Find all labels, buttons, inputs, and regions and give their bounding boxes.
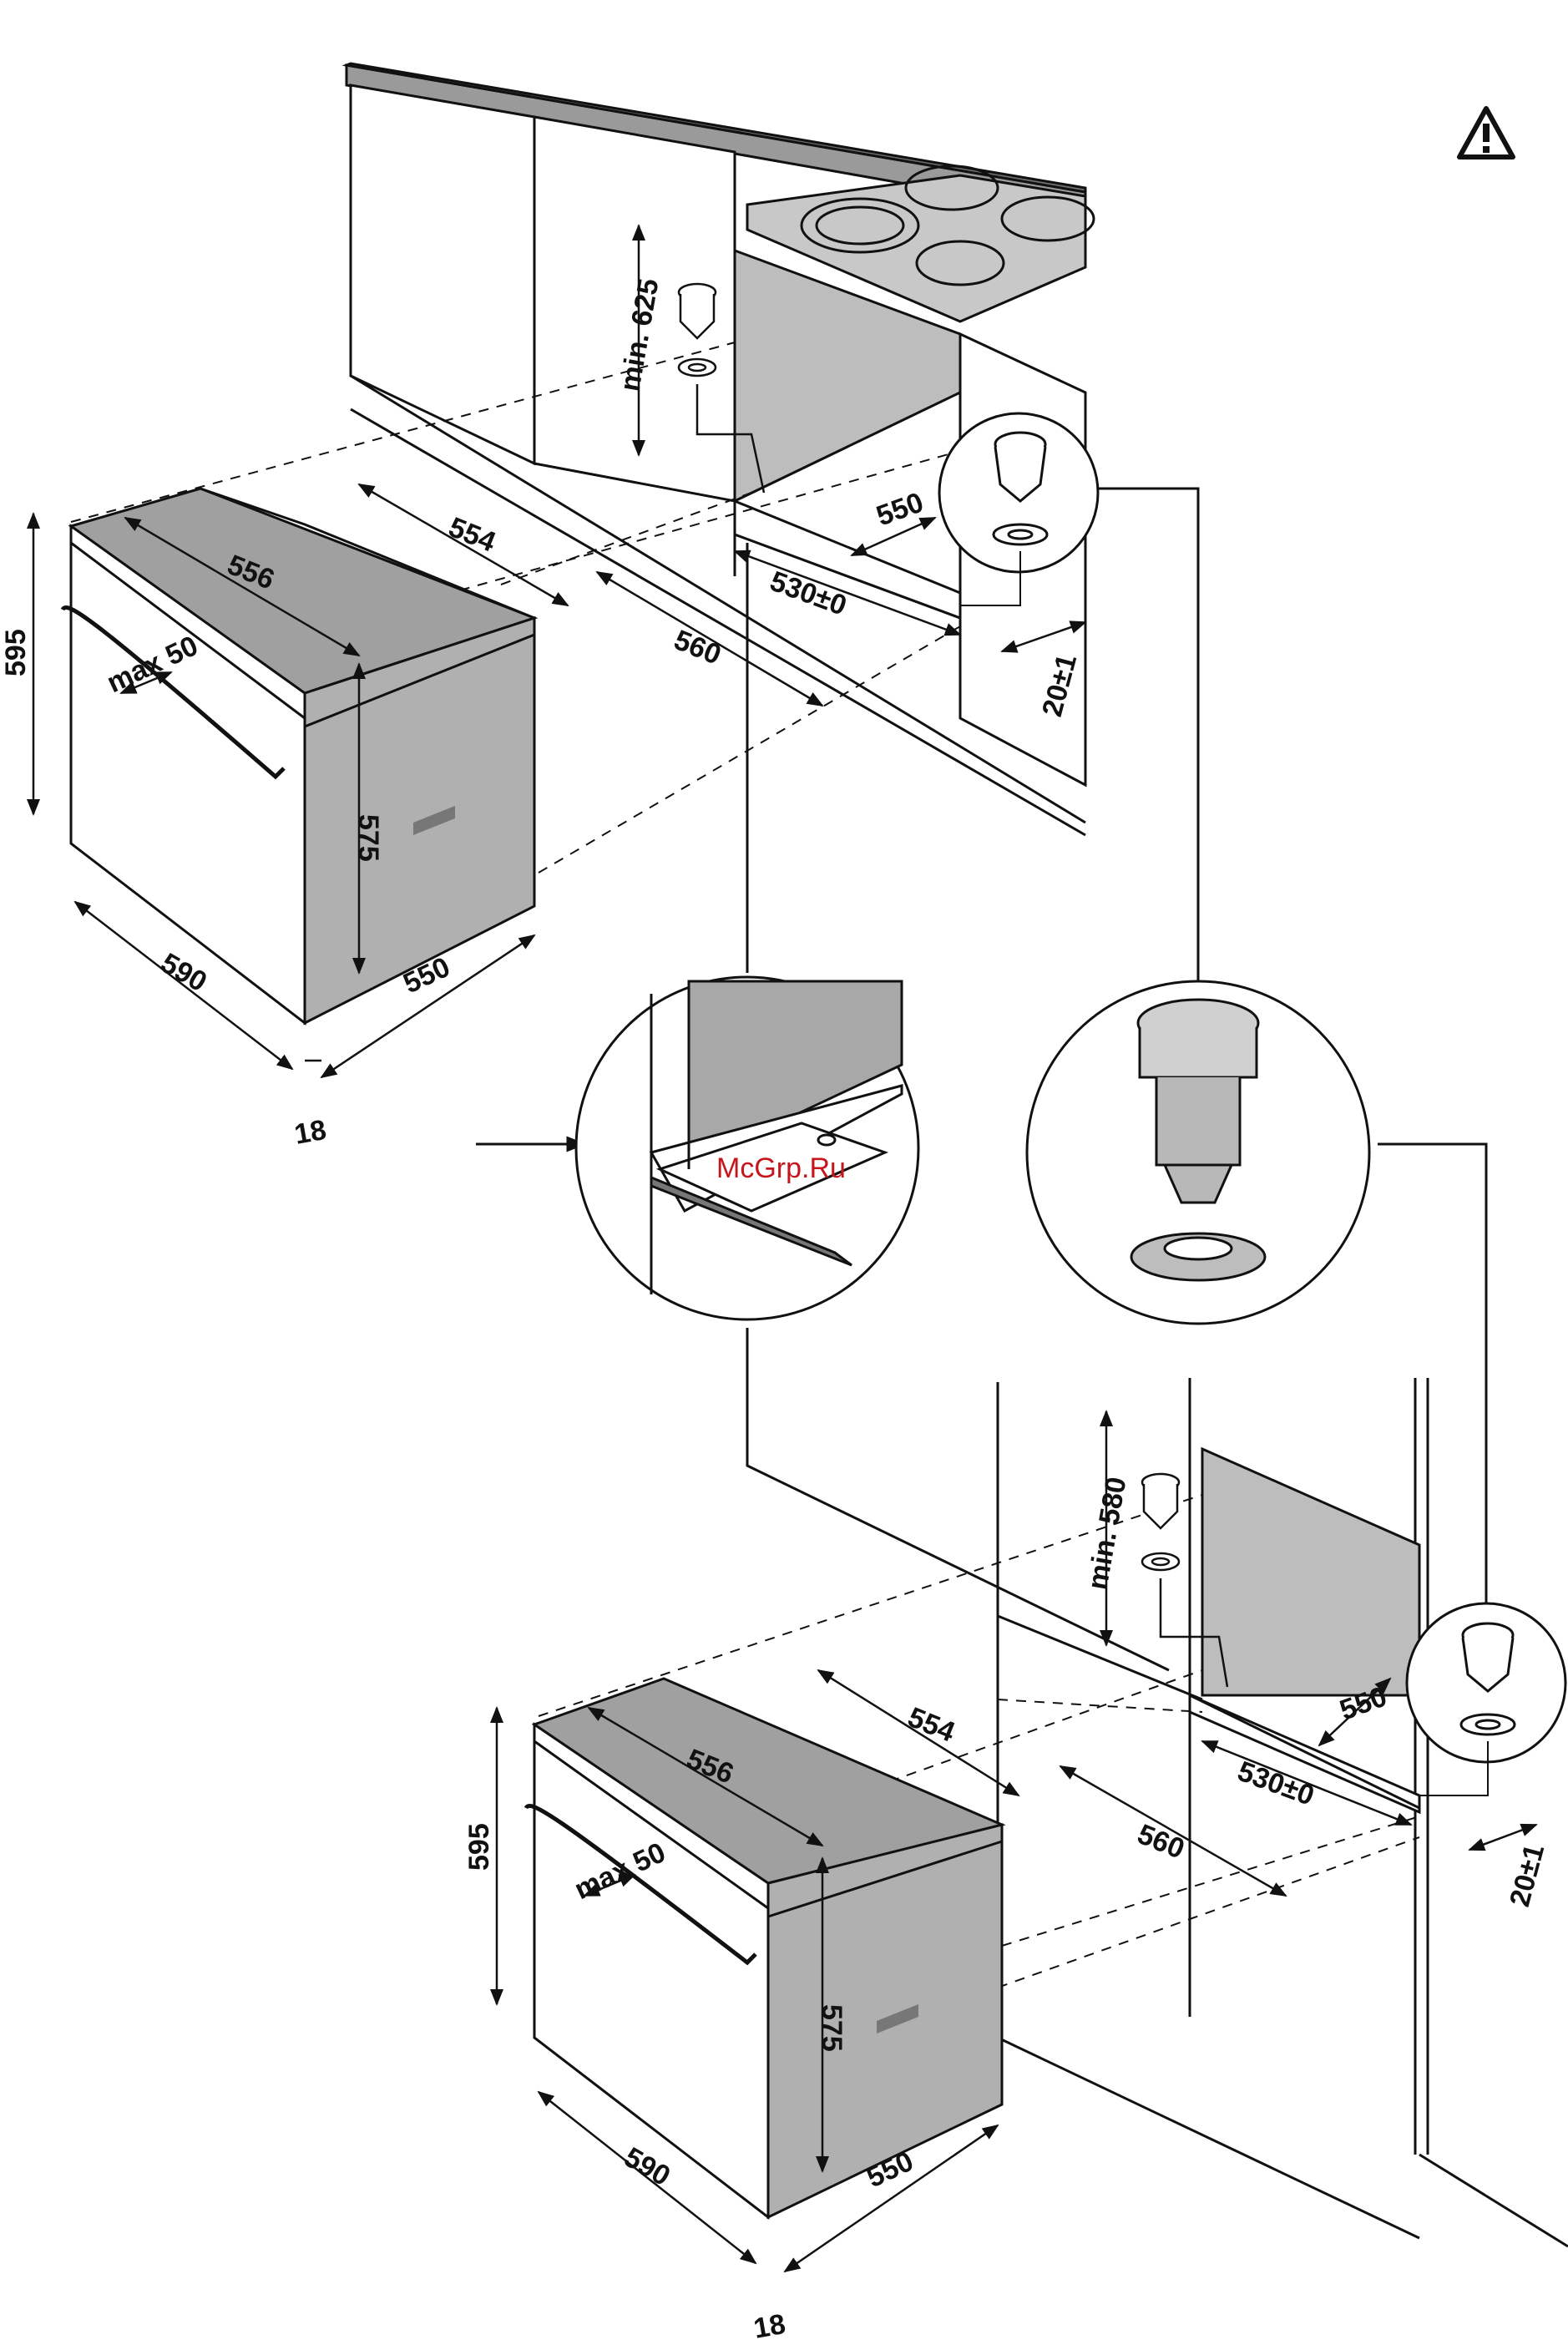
- bottom-min-height-label: min. 580: [1081, 1475, 1132, 1593]
- top-oven: [63, 489, 534, 1023]
- bottom-oven-inner-height-label: 575: [816, 2004, 847, 2052]
- foot-detail-circle: [1027, 981, 1369, 1324]
- bracket-detail-circle: [576, 977, 918, 1319]
- top-oven-width-label: 590: [155, 947, 212, 998]
- bottom-front-thickness-label: 18: [751, 2308, 788, 2345]
- bottom-gap-label: 20±1: [1504, 1841, 1550, 1910]
- top-oven-height-label: 595: [0, 629, 32, 676]
- watermark-text: McGrp.Ru: [716, 1152, 846, 1184]
- warning-triangle-icon: [1459, 109, 1513, 157]
- top-front-thickness-label: 18: [292, 1114, 329, 1151]
- bottom-oven: [526, 1679, 1002, 2217]
- top-opening-width-top-label: 554: [444, 511, 500, 559]
- bottom-screw-detail: [1407, 1603, 1565, 1795]
- top-opening-width-bottom-label: 560: [670, 624, 726, 671]
- bottom-oven-width-label: 590: [619, 2141, 675, 2192]
- bottom-opening-width-bottom-label: 560: [1133, 1818, 1189, 1865]
- bottom-opening-width-top-label: 554: [903, 1701, 959, 1749]
- bottom-oven-height-label: 595: [463, 1823, 495, 1871]
- bottom-cabinets: [998, 1378, 1568, 2246]
- top-oven-inner-height-label: 575: [352, 814, 384, 862]
